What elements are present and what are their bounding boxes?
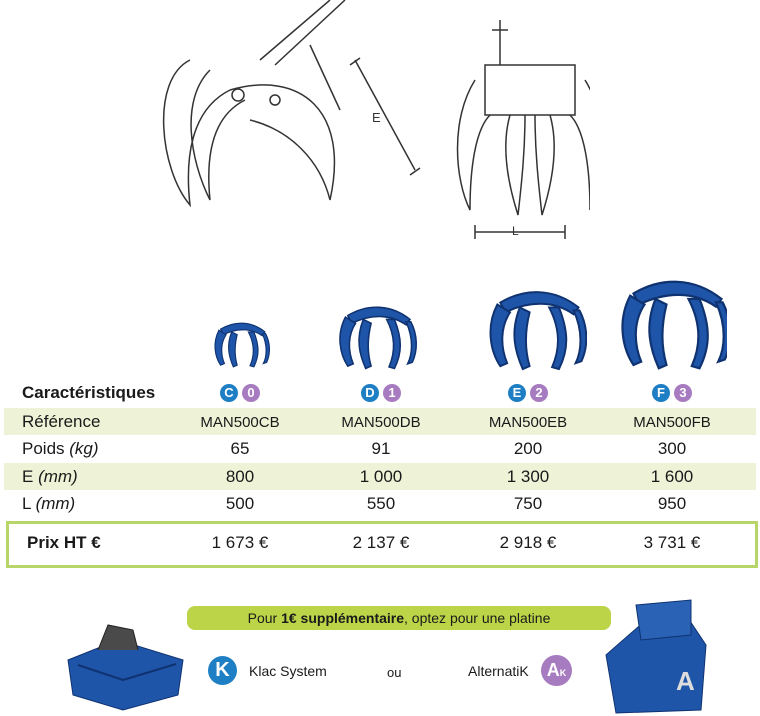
model-letter-badge: C: [220, 384, 238, 402]
e-cell: 1 000: [359, 467, 403, 486]
klac-system-icon: K: [208, 656, 237, 685]
poids-cell: 300: [657, 439, 687, 458]
e-cell: 1 600: [650, 467, 694, 486]
price-cell: 1 673 €: [211, 533, 269, 552]
front-view-drawing: L: [456, 20, 590, 239]
alternatik-icon: AK: [541, 655, 572, 686]
label-prix: Prix HT €: [27, 533, 101, 552]
klac-system-label: Klac System: [249, 663, 327, 679]
svg-text:E: E: [372, 110, 381, 125]
svg-text:A: A: [676, 666, 695, 696]
row-band-reference: [4, 408, 756, 435]
price-cell: 2 137 €: [352, 533, 410, 552]
model-letter-badge: F: [652, 384, 670, 402]
row-band-e: [4, 463, 756, 490]
grapple-image-e2: [489, 291, 587, 371]
model-size-badge: 1: [383, 384, 401, 402]
l-cell: 950: [657, 494, 687, 513]
label-reference: Référence: [22, 412, 101, 431]
model-size-badge: 0: [242, 384, 260, 402]
price-cell: 3 731 €: [643, 533, 701, 552]
reference-cell: MAN500DB: [341, 414, 421, 431]
model-letter-badge: D: [361, 384, 379, 402]
l-cell: 550: [366, 494, 396, 513]
label-e: E (mm): [22, 467, 78, 486]
table-header: Caractéristiques: [22, 383, 156, 402]
reference-cell: MAN500FB: [633, 414, 711, 431]
e-cell: 800: [225, 467, 255, 486]
l-cell: 500: [225, 494, 255, 513]
l-cell: 750: [513, 494, 543, 513]
or-label: ou: [387, 665, 402, 680]
label-l: L (mm): [22, 494, 76, 513]
alternatik-plate-image: A: [605, 599, 707, 714]
reference-cell: MAN500EB: [488, 414, 568, 431]
reference-cell: MAN500CB: [200, 414, 280, 431]
e-cell: 1 300: [506, 467, 550, 486]
promo-banner: Pour 1€ supplémentaire, optez pour une p…: [187, 606, 611, 630]
poids-cell: 91: [371, 439, 391, 458]
alternatik-label: AlternatiK: [468, 663, 529, 679]
klac-plate-image: [67, 624, 184, 711]
price-cell: 2 918 €: [499, 533, 557, 552]
poids-cell: 65: [230, 439, 250, 458]
model-size-badge: 2: [530, 384, 548, 402]
model-letter-badge: E: [508, 384, 526, 402]
price-row: [6, 521, 758, 568]
label-poids: Poids (kg): [22, 439, 99, 458]
svg-text:L: L: [512, 224, 519, 238]
grapple-image-c0: [214, 322, 270, 368]
side-view-drawing: E: [163, 0, 421, 208]
poids-cell: 200: [513, 439, 543, 458]
grapple-image-d1: [339, 306, 418, 370]
grapple-image-f3: [621, 280, 727, 370]
model-size-badge: 3: [674, 384, 692, 402]
